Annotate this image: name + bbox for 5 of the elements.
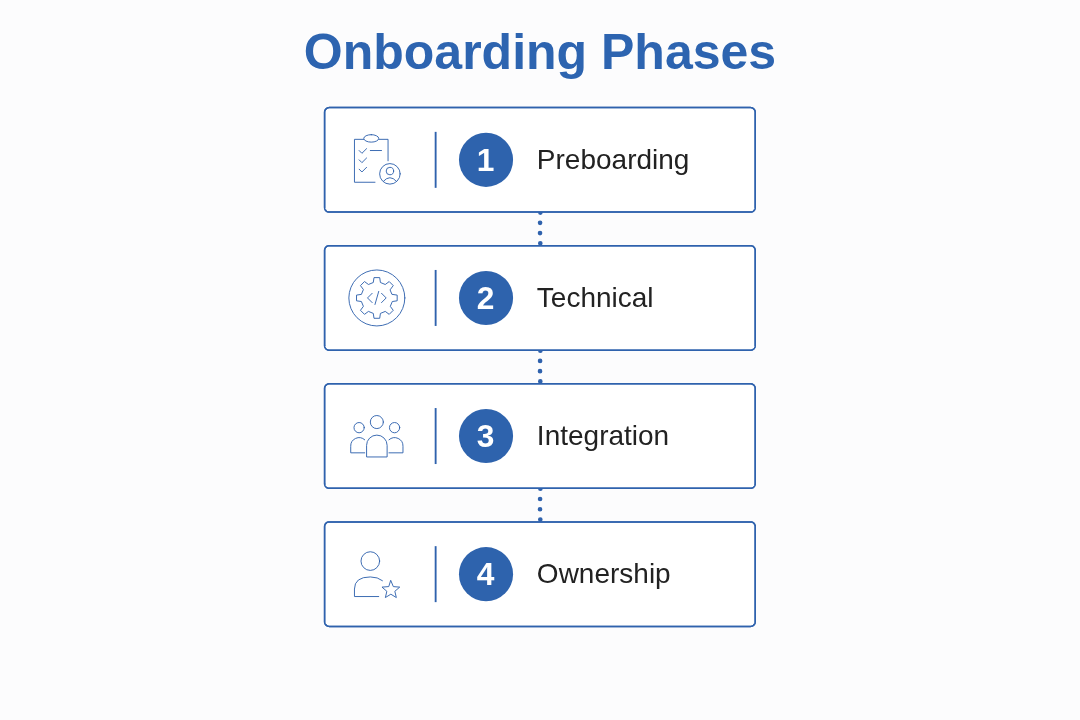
- phase-name: Ownership: [536, 557, 672, 592]
- title: Onboarding Phases: [303, 24, 777, 80]
- phase-name: Integration: [536, 419, 671, 453]
- phase-name: Preboarding: [536, 143, 691, 177]
- phase-name: Technical: [536, 281, 655, 315]
